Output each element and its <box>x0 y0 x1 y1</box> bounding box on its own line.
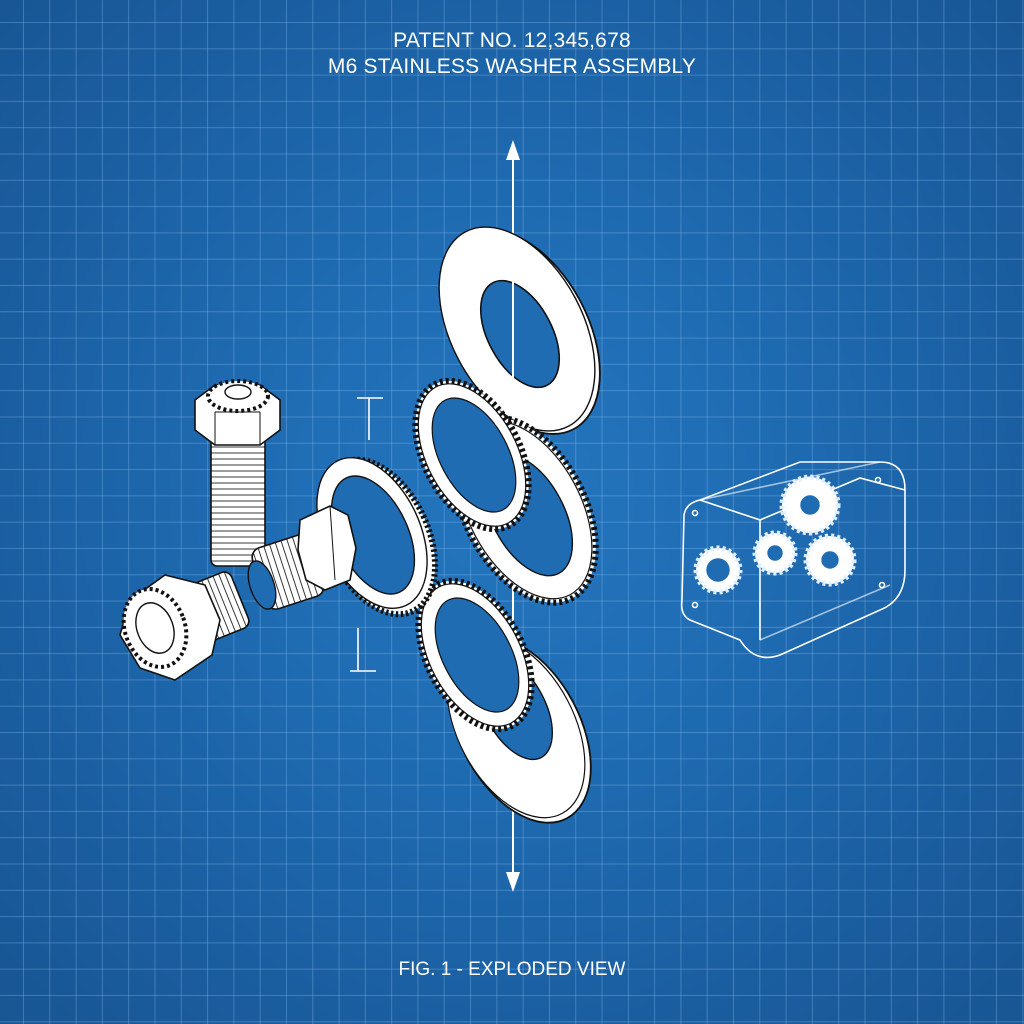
arrow-down-icon <box>506 872 520 892</box>
flat-washer-top <box>438 226 601 435</box>
bolt-short <box>119 571 250 681</box>
assembly-title: M6 STAINLESS WASHER ASSEMBLY <box>327 55 697 78</box>
patent-number: PATENT NO. 12,345,678 <box>393 29 631 52</box>
gear-icon <box>693 474 857 595</box>
toothed-ring-upper-a <box>412 377 532 533</box>
bolt-vertical <box>194 379 281 567</box>
arrow-up-icon <box>506 140 520 160</box>
bolt-horizontal <box>247 505 357 610</box>
toothed-ring-lower-a <box>415 577 535 733</box>
gearbox-housing <box>680 461 906 659</box>
dimension-bracket <box>350 397 383 672</box>
figure-caption: FIG. 1 - EXPLODED VIEW <box>398 959 626 980</box>
